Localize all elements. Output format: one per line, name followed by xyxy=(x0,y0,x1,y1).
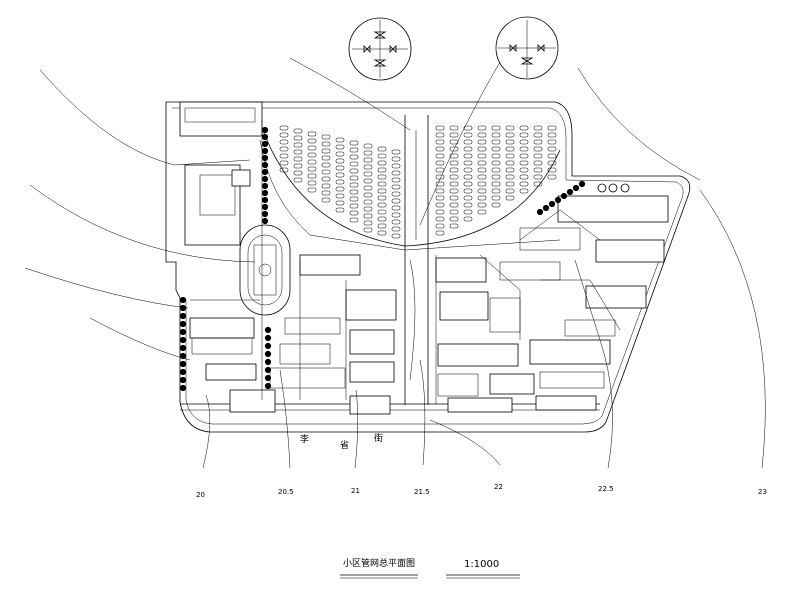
valve-detail-right xyxy=(495,16,559,80)
drawing-title-block: 小区管网总平面图 1:1000 xyxy=(340,557,520,579)
middle-building-block xyxy=(229,254,397,415)
parking-lot-edge xyxy=(261,127,561,247)
left-building-block xyxy=(179,101,263,381)
street-name: 李 省 街 xyxy=(300,432,383,451)
elevation-22: 22 xyxy=(494,483,503,491)
elevation-20: 20 xyxy=(196,491,205,499)
svg-text:省: 省 xyxy=(340,439,349,451)
elevation-21-5: 21.5 xyxy=(414,488,430,496)
leader-lines xyxy=(24,57,766,469)
svg-text:李: 李 xyxy=(300,433,309,445)
elevation-22-5: 22.5 xyxy=(598,485,614,493)
running-track xyxy=(239,224,291,316)
drawing-scale: 1:1000 xyxy=(464,559,499,570)
parking-stalls-right xyxy=(435,125,557,236)
site-boundary xyxy=(165,101,691,433)
elevation-23: 23 xyxy=(758,488,767,496)
valve-detail-left xyxy=(348,17,412,81)
parking-stalls-left xyxy=(279,125,401,239)
elevation-markers: 20 20.5 21 21.5 22 22.5 23 xyxy=(196,483,767,499)
tree-row xyxy=(179,126,586,392)
drawing-title: 小区管网总平面图 xyxy=(343,557,415,569)
right-building-block xyxy=(435,183,669,413)
svg-text:街: 街 xyxy=(374,432,383,444)
elevation-21: 21 xyxy=(351,487,360,495)
elevation-20-5: 20.5 xyxy=(278,488,294,496)
